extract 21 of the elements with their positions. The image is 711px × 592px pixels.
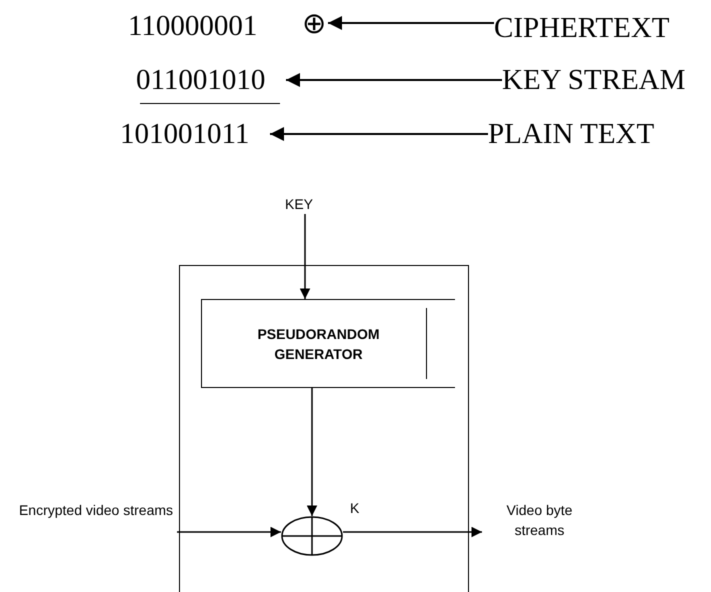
arrow: [286, 73, 502, 87]
arrow: [343, 526, 482, 538]
label-text: KEY STREAM: [502, 62, 710, 98]
arrow: [177, 526, 281, 538]
arrow: [306, 388, 318, 516]
generator-box: PSEUDORANDOM GENERATOR: [201, 299, 455, 388]
label-text: Video byte streams: [482, 500, 597, 548]
arrow: [300, 214, 310, 299]
label-text: Encrypted video streams: [15, 500, 177, 548]
symbol-label: K: [350, 499, 360, 518]
xor-sign: ⊕: [302, 6, 328, 36]
arrow: [270, 127, 488, 141]
binary-number: 110000001: [128, 8, 278, 44]
outer-box: [179, 265, 469, 592]
label-text: PLAIN TEXT: [488, 116, 698, 152]
label-text: KEY: [285, 194, 325, 214]
binary-number: 011001010: [136, 62, 286, 98]
binary-number: 101001011: [120, 116, 270, 152]
label-text: CIPHERTEXT: [494, 10, 699, 46]
arrow: [328, 16, 494, 30]
xor-circle: [281, 516, 343, 556]
